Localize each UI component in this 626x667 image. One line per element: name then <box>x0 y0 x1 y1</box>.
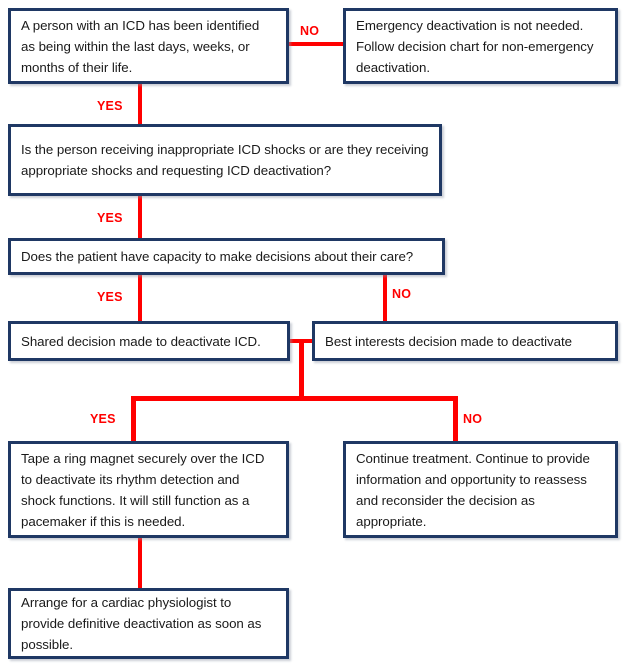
node-text: Continue treatment. Continue to provide … <box>356 450 590 529</box>
node-text: Emergency deactivation is not needed. Fo… <box>356 17 594 75</box>
edge-label-no-2: NO <box>392 287 412 301</box>
connector-split-to-n8 <box>453 396 458 441</box>
node-text: Shared decision made to deactivate ICD. <box>21 333 261 349</box>
node-text: Does the patient have capacity to make d… <box>21 249 414 264</box>
connector-n4-to-n5 <box>138 275 142 321</box>
edge-label-yes-1: YES <box>97 99 123 113</box>
connector-n4-to-n6 <box>383 275 387 321</box>
node-inappropriate-shocks-question[interactable]: Is the person receiving inappropriate IC… <box>8 124 442 196</box>
node-person-identified[interactable]: A person with an ICD has been identified… <box>8 8 289 84</box>
connector-junction-stem <box>299 339 304 400</box>
connector-split-to-n7 <box>131 396 136 441</box>
edge-label-yes-2: YES <box>97 211 123 225</box>
edge-label-no-1: NO <box>300 24 320 38</box>
node-shared-decision[interactable]: Shared decision made to deactivate ICD. <box>8 321 290 361</box>
node-continue-treatment[interactable]: Continue treatment. Continue to provide … <box>343 441 618 538</box>
node-tape-ring-magnet[interactable]: Tape a ring magnet securely over the ICD… <box>8 441 289 538</box>
connector-n1-to-n2 <box>288 42 344 46</box>
node-text: Is the person receiving inappropriate IC… <box>21 142 429 178</box>
edge-label-yes-3: YES <box>97 290 123 304</box>
node-emergency-not-needed[interactable]: Emergency deactivation is not needed. Fo… <box>343 8 618 84</box>
edge-label-no-3: NO <box>463 412 483 426</box>
node-capacity-question[interactable]: Does the patient have capacity to make d… <box>8 238 445 275</box>
connector-n3-to-n4 <box>138 196 142 238</box>
connector-n7-to-n9 <box>138 538 142 588</box>
node-text: Tape a ring magnet securely over the ICD… <box>21 450 265 529</box>
connector-split-bar <box>131 396 458 401</box>
node-text: Arrange for a cardiac physiologist to pr… <box>21 595 262 652</box>
node-best-interests-decision[interactable]: Best interests decision made to deactiva… <box>312 321 618 361</box>
node-text: A person with an ICD has been identified… <box>21 17 260 75</box>
connector-n1-to-n3 <box>138 84 142 124</box>
edge-label-yes-4: YES <box>90 412 116 426</box>
node-text: Best interests decision made to deactiva… <box>325 333 572 349</box>
connector-n5-to-n6-bridge <box>290 339 322 343</box>
node-arrange-cardiac-physiologist[interactable]: Arrange for a cardiac physiologist to pr… <box>8 588 289 659</box>
